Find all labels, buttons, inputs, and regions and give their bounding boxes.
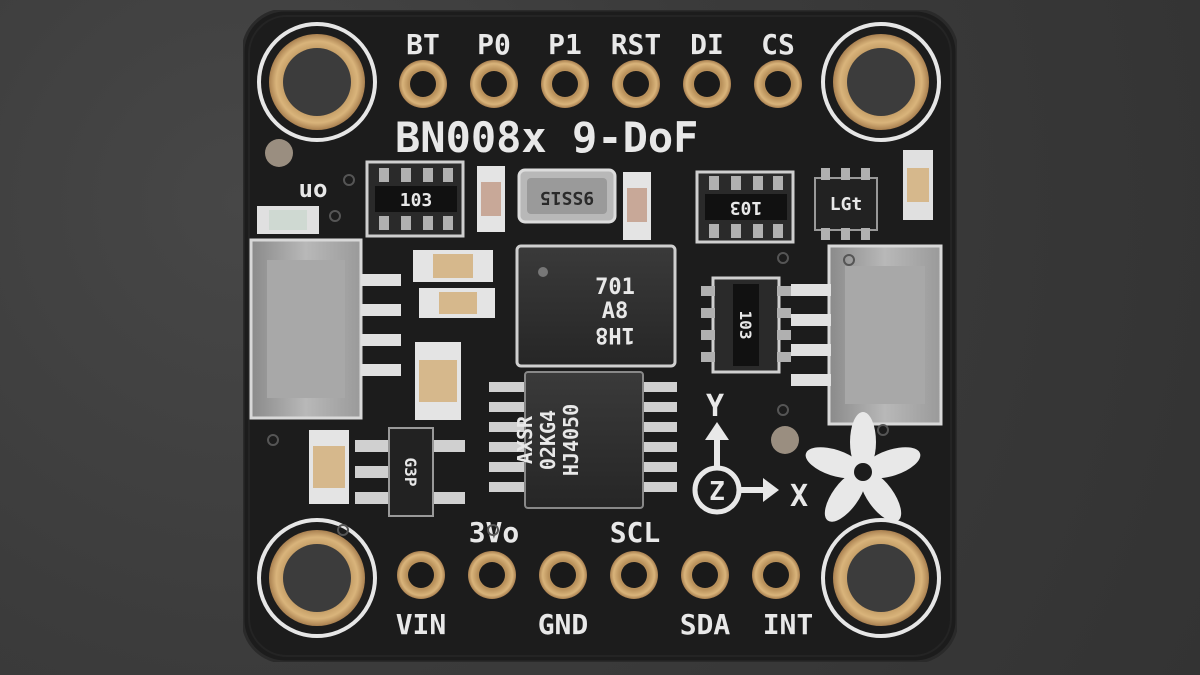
- svg-text:AXSR: AXSR: [513, 415, 537, 464]
- pin-pad: [683, 60, 731, 108]
- pin-label-sda: SDA: [680, 608, 731, 641]
- capacitor: [903, 150, 933, 220]
- top-pin-header: [399, 60, 802, 108]
- pin-pad: [752, 551, 800, 599]
- svg-text:103: 103: [730, 197, 763, 218]
- mounting-hole-bottom-left: [257, 518, 377, 638]
- pin-pad: [612, 60, 660, 108]
- resistor-small: [477, 166, 505, 232]
- svg-text:A8: A8: [602, 299, 629, 324]
- stemma-qt-connector-left: [249, 238, 401, 420]
- pin-label-cs: CS: [761, 28, 795, 61]
- axis-x-label: X: [790, 479, 808, 514]
- pin-label-3vo: 3Vo: [469, 516, 520, 549]
- mounting-hole-bottom-right: [821, 518, 941, 638]
- svg-text:LGt: LGt: [830, 194, 863, 215]
- adafruit-flower-logo: [805, 412, 921, 522]
- pin-pad: [470, 60, 518, 108]
- svg-text:02KG4: 02KG4: [536, 410, 560, 470]
- stemma-qt-connector-right: [791, 244, 943, 426]
- pin-pad: [681, 551, 729, 599]
- fiducial-mark: [265, 139, 293, 167]
- pin-label-rst: RST: [611, 28, 662, 61]
- resistor-array-right: 103: [695, 170, 795, 244]
- axis-indicator: Y Z X: [692, 389, 808, 515]
- bno08x-breakout-board: BT P0 P1 RST DI CS BN008x 9-DoF on 103: [243, 10, 957, 662]
- power-led: [257, 206, 319, 234]
- voltage-regulator: G3P: [355, 427, 465, 517]
- pin-pad: [468, 551, 516, 599]
- pin-label-p1: P1: [548, 28, 582, 61]
- svg-text:9SS15: 9SS15: [540, 187, 594, 208]
- pin-label-di: DI: [690, 28, 724, 61]
- bno08x-sensor-chip: 701 A8 1H8: [515, 244, 677, 368]
- small-ic: LGt: [814, 168, 878, 240]
- top-pin-labels: BT P0 P1 RST DI CS: [406, 28, 795, 61]
- resistor-small: [623, 172, 651, 240]
- bottom-pin-labels: 3Vo SCL VIN GND SDA INT: [396, 516, 814, 641]
- fiducial-mark: [771, 426, 799, 454]
- pin-label-bt: BT: [406, 28, 440, 61]
- mounting-hole-top-left: [257, 22, 377, 142]
- pin-label-int: INT: [763, 608, 814, 641]
- pin-pad: [541, 60, 589, 108]
- svg-text:103: 103: [736, 311, 755, 340]
- pin-label-vin: VIN: [396, 608, 447, 641]
- svg-text:103: 103: [400, 190, 433, 211]
- crystal-oscillator: 9SS15: [517, 168, 617, 224]
- pin-label-scl: SCL: [610, 516, 661, 549]
- vias: [267, 174, 889, 536]
- pin-pad: [397, 551, 445, 599]
- pin-pad: [399, 60, 447, 108]
- resistor-array-center: 103: [701, 276, 791, 374]
- pin-label-gnd: GND: [538, 608, 589, 641]
- svg-text:701: 701: [595, 275, 635, 300]
- svg-text:HJ4050: HJ4050: [559, 404, 583, 476]
- capacitor: [413, 250, 493, 282]
- capacitor: [419, 288, 495, 318]
- pin-label-p0: P0: [477, 28, 511, 61]
- mounting-hole-top-right: [821, 22, 941, 142]
- resistor-array-left: 103: [365, 160, 465, 238]
- svg-text:1H8: 1H8: [595, 322, 635, 347]
- pin-pad: [610, 551, 658, 599]
- svg-text:G3P: G3P: [401, 458, 420, 487]
- axis-z-label: Z: [709, 477, 725, 507]
- level-shifter-ic: HJ4050 02KG4 AXSR: [489, 371, 677, 509]
- on-label: on: [299, 178, 328, 206]
- capacitor: [309, 430, 349, 504]
- capacitor: [415, 342, 461, 420]
- pin-pad: [539, 551, 587, 599]
- bottom-pin-header: [397, 551, 800, 599]
- board-title: BN008x 9-DoF: [395, 113, 698, 162]
- axis-y-label: Y: [706, 389, 724, 424]
- pin-pad: [754, 60, 802, 108]
